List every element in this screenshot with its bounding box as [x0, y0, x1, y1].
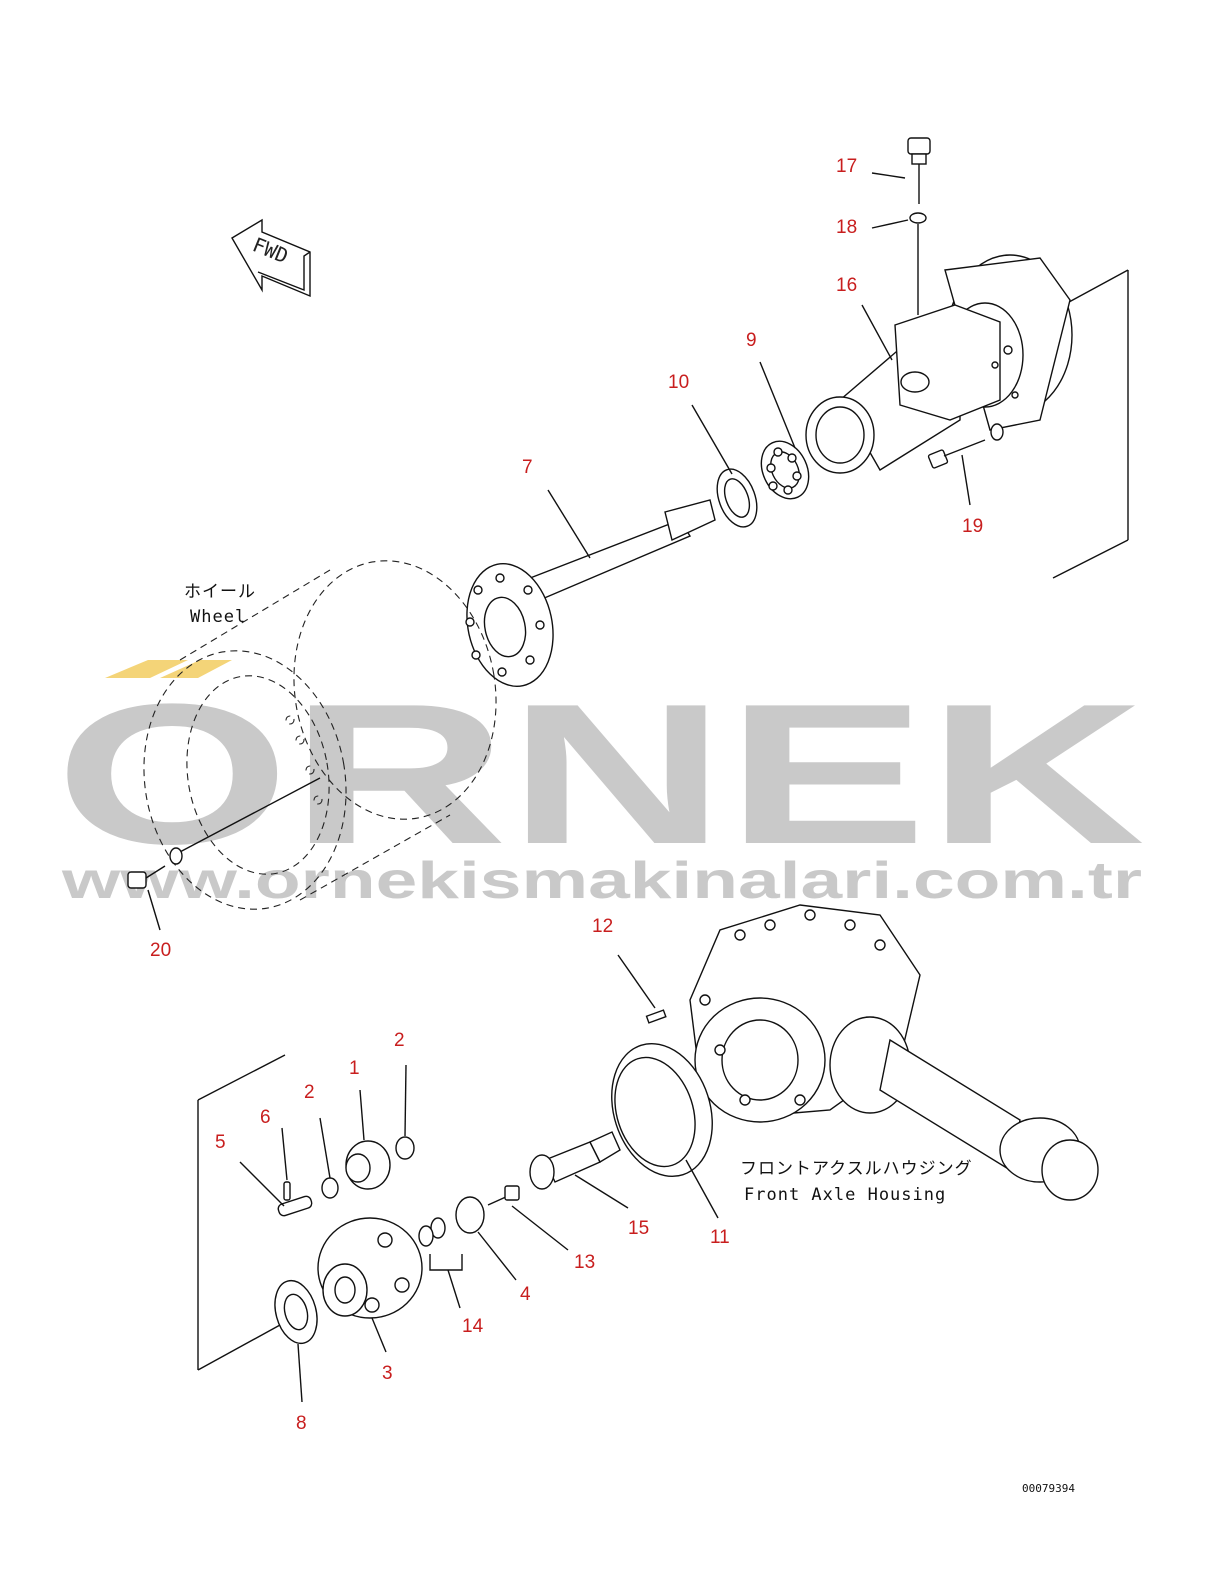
frame-lower [197, 1054, 286, 1371]
part-label-10: 10 [668, 372, 689, 393]
ring-gear-part [611, 1042, 713, 1178]
part-label-9: 9 [746, 330, 757, 351]
wheel-bolt-part [127, 847, 183, 889]
bearing-part [760, 440, 810, 500]
leader-lines [147, 172, 971, 1403]
watermark-brand: ORNEK [55, 663, 1145, 886]
fwd-arrow-icon: FWD [231, 218, 311, 298]
small-pin-part [283, 1181, 291, 1201]
planet-gear-part [345, 1140, 391, 1190]
part-label-19: 19 [962, 516, 983, 537]
part-labels: 17 18 16 9 10 7 19 20 12 11 15 13 4 14 3… [150, 156, 983, 1434]
part-label-15: 15 [628, 1218, 649, 1239]
carrier-bearing-part [274, 1279, 318, 1345]
wheel-caption-jp: ホイール [184, 582, 256, 602]
drawing-code: 00079394 [1022, 1482, 1075, 1495]
part-label-12: 12 [592, 916, 613, 937]
seal-ring-part [716, 468, 758, 528]
housing-bolt-part [927, 423, 1004, 469]
watermark: ORNEK www.ornekismakinalari.com.tr [55, 660, 1145, 910]
fwd-label: FWD [249, 232, 291, 268]
o-ring-part [909, 212, 927, 224]
planetary-carrier-part [317, 1217, 423, 1319]
planet-shaft-part [277, 1195, 313, 1217]
sun-gear-part [529, 1131, 621, 1190]
wheel-caption-en: Wheel [190, 607, 246, 627]
dowel-pin-part [645, 1009, 667, 1024]
part-label-3: 3 [382, 1363, 393, 1384]
thrust-plate-part [455, 1196, 485, 1234]
dipstick-part [907, 137, 931, 204]
part-label-20: 20 [150, 940, 171, 961]
part-label-17: 17 [836, 156, 857, 177]
axle-shaft-part [465, 499, 716, 687]
watermark-url: www.ornekismakinalari.com.tr [61, 852, 1142, 910]
part-label-18: 18 [836, 217, 857, 238]
part-label-2-left: 2 [304, 1082, 315, 1103]
part-label-8: 8 [296, 1413, 307, 1434]
part-label-14: 14 [462, 1316, 484, 1337]
housing-caption-jp: フロントアクスルハウジング [740, 1159, 973, 1179]
watermark-accent-right [160, 660, 232, 678]
housing-caption-en: Front Axle Housing [744, 1185, 946, 1205]
planet-nut-right-part [395, 1136, 415, 1160]
part-label-1: 1 [349, 1058, 360, 1079]
part-label-6: 6 [260, 1107, 271, 1128]
planet-nut-left-part [321, 1177, 339, 1199]
axle-housing-part [805, 254, 1073, 474]
part-label-7: 7 [522, 457, 533, 478]
part-label-13: 13 [574, 1252, 595, 1273]
watermark-accent-left [105, 660, 188, 678]
shims-part [418, 1217, 463, 1271]
carrier-bolt-part [487, 1185, 520, 1206]
front-axle-housing-part [689, 904, 1099, 1201]
part-label-2-right: 2 [394, 1030, 405, 1051]
part-label-4: 4 [520, 1284, 531, 1305]
part-label-5: 5 [215, 1132, 226, 1153]
part-label-16: 16 [836, 275, 857, 296]
wheel-outline [143, 560, 497, 910]
part-label-11: 11 [710, 1227, 730, 1248]
